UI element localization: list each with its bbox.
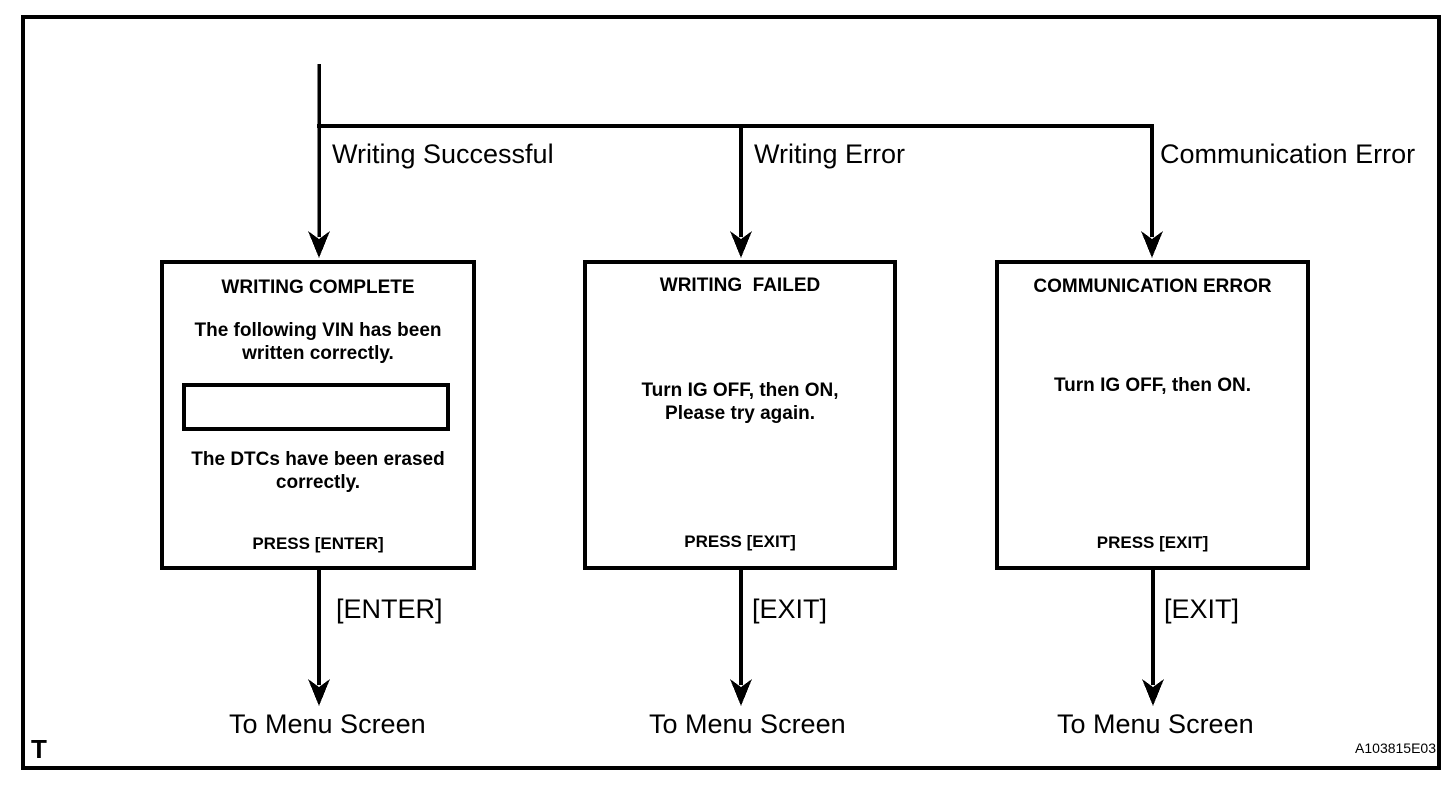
screen-communication-error: COMMUNICATION ERROR Turn IG OFF, then ON… [995,260,1310,570]
screen-writing-failed: WRITING FAILED Turn IG OFF, then ON, Ple… [583,260,897,570]
arrowhead-branch1-to-screen [308,231,330,258]
message-line: The DTCs have been erased [191,449,445,470]
arrowhead-branch2-to-screen [730,231,752,258]
press-instruction: PRESS [EXIT] [1096,533,1209,552]
press-instruction: PRESS [EXIT] [684,532,796,551]
screen-message: Turn IG OFF, then ON. [999,374,1306,397]
destination-menu-screen-2: To Menu Screen [649,709,846,739]
press-instruction: PRESS [ENTER] [252,534,384,553]
screen-title: WRITING FAILED [659,275,821,296]
key-label-exit-2: [EXIT] [752,594,828,624]
arrowhead-branch1-to-menu [308,679,330,706]
branch-condition-communication-error: Communication Error [1160,139,1416,169]
figure-code: A103815E03 [1355,740,1436,756]
message-line: Turn IG OFF, then ON, [641,380,839,401]
key-label-enter: [ENTER] [336,594,443,624]
message-line: Please try again. [665,403,815,424]
screen-message: Turn IG OFF, then ON, Please try again. [587,379,893,425]
arrowhead-branch3-to-screen [1141,231,1163,258]
screen-title: WRITING COMPLETE [221,277,415,298]
screen-message: The DTCs have been erased correctly. [164,448,472,494]
message-line: Turn IG OFF, then ON. [1053,375,1252,396]
arrowhead-branch2-to-menu [730,679,752,706]
corner-label: T [31,734,47,764]
destination-menu-screen-3: To Menu Screen [1057,709,1254,739]
screen-message: The following VIN has been written corre… [164,319,472,365]
message-line: correctly. [275,472,361,493]
diagram-border [21,15,1441,770]
branch-condition-writing-successful: Writing Successful [332,139,554,169]
branch-condition-writing-error: Writing Error [754,139,906,169]
message-line: written correctly. [242,343,394,364]
vin-display-field [182,383,450,431]
key-label-exit-3: [EXIT] [1164,594,1240,624]
destination-menu-screen-1: To Menu Screen [229,709,426,739]
message-line: The following VIN has been [194,320,442,341]
screen-title: COMMUNICATION ERROR [1033,276,1272,297]
arrowhead-branch3-to-menu [1142,679,1164,706]
screen-writing-complete: WRITING COMPLETE The following VIN has b… [160,260,476,570]
